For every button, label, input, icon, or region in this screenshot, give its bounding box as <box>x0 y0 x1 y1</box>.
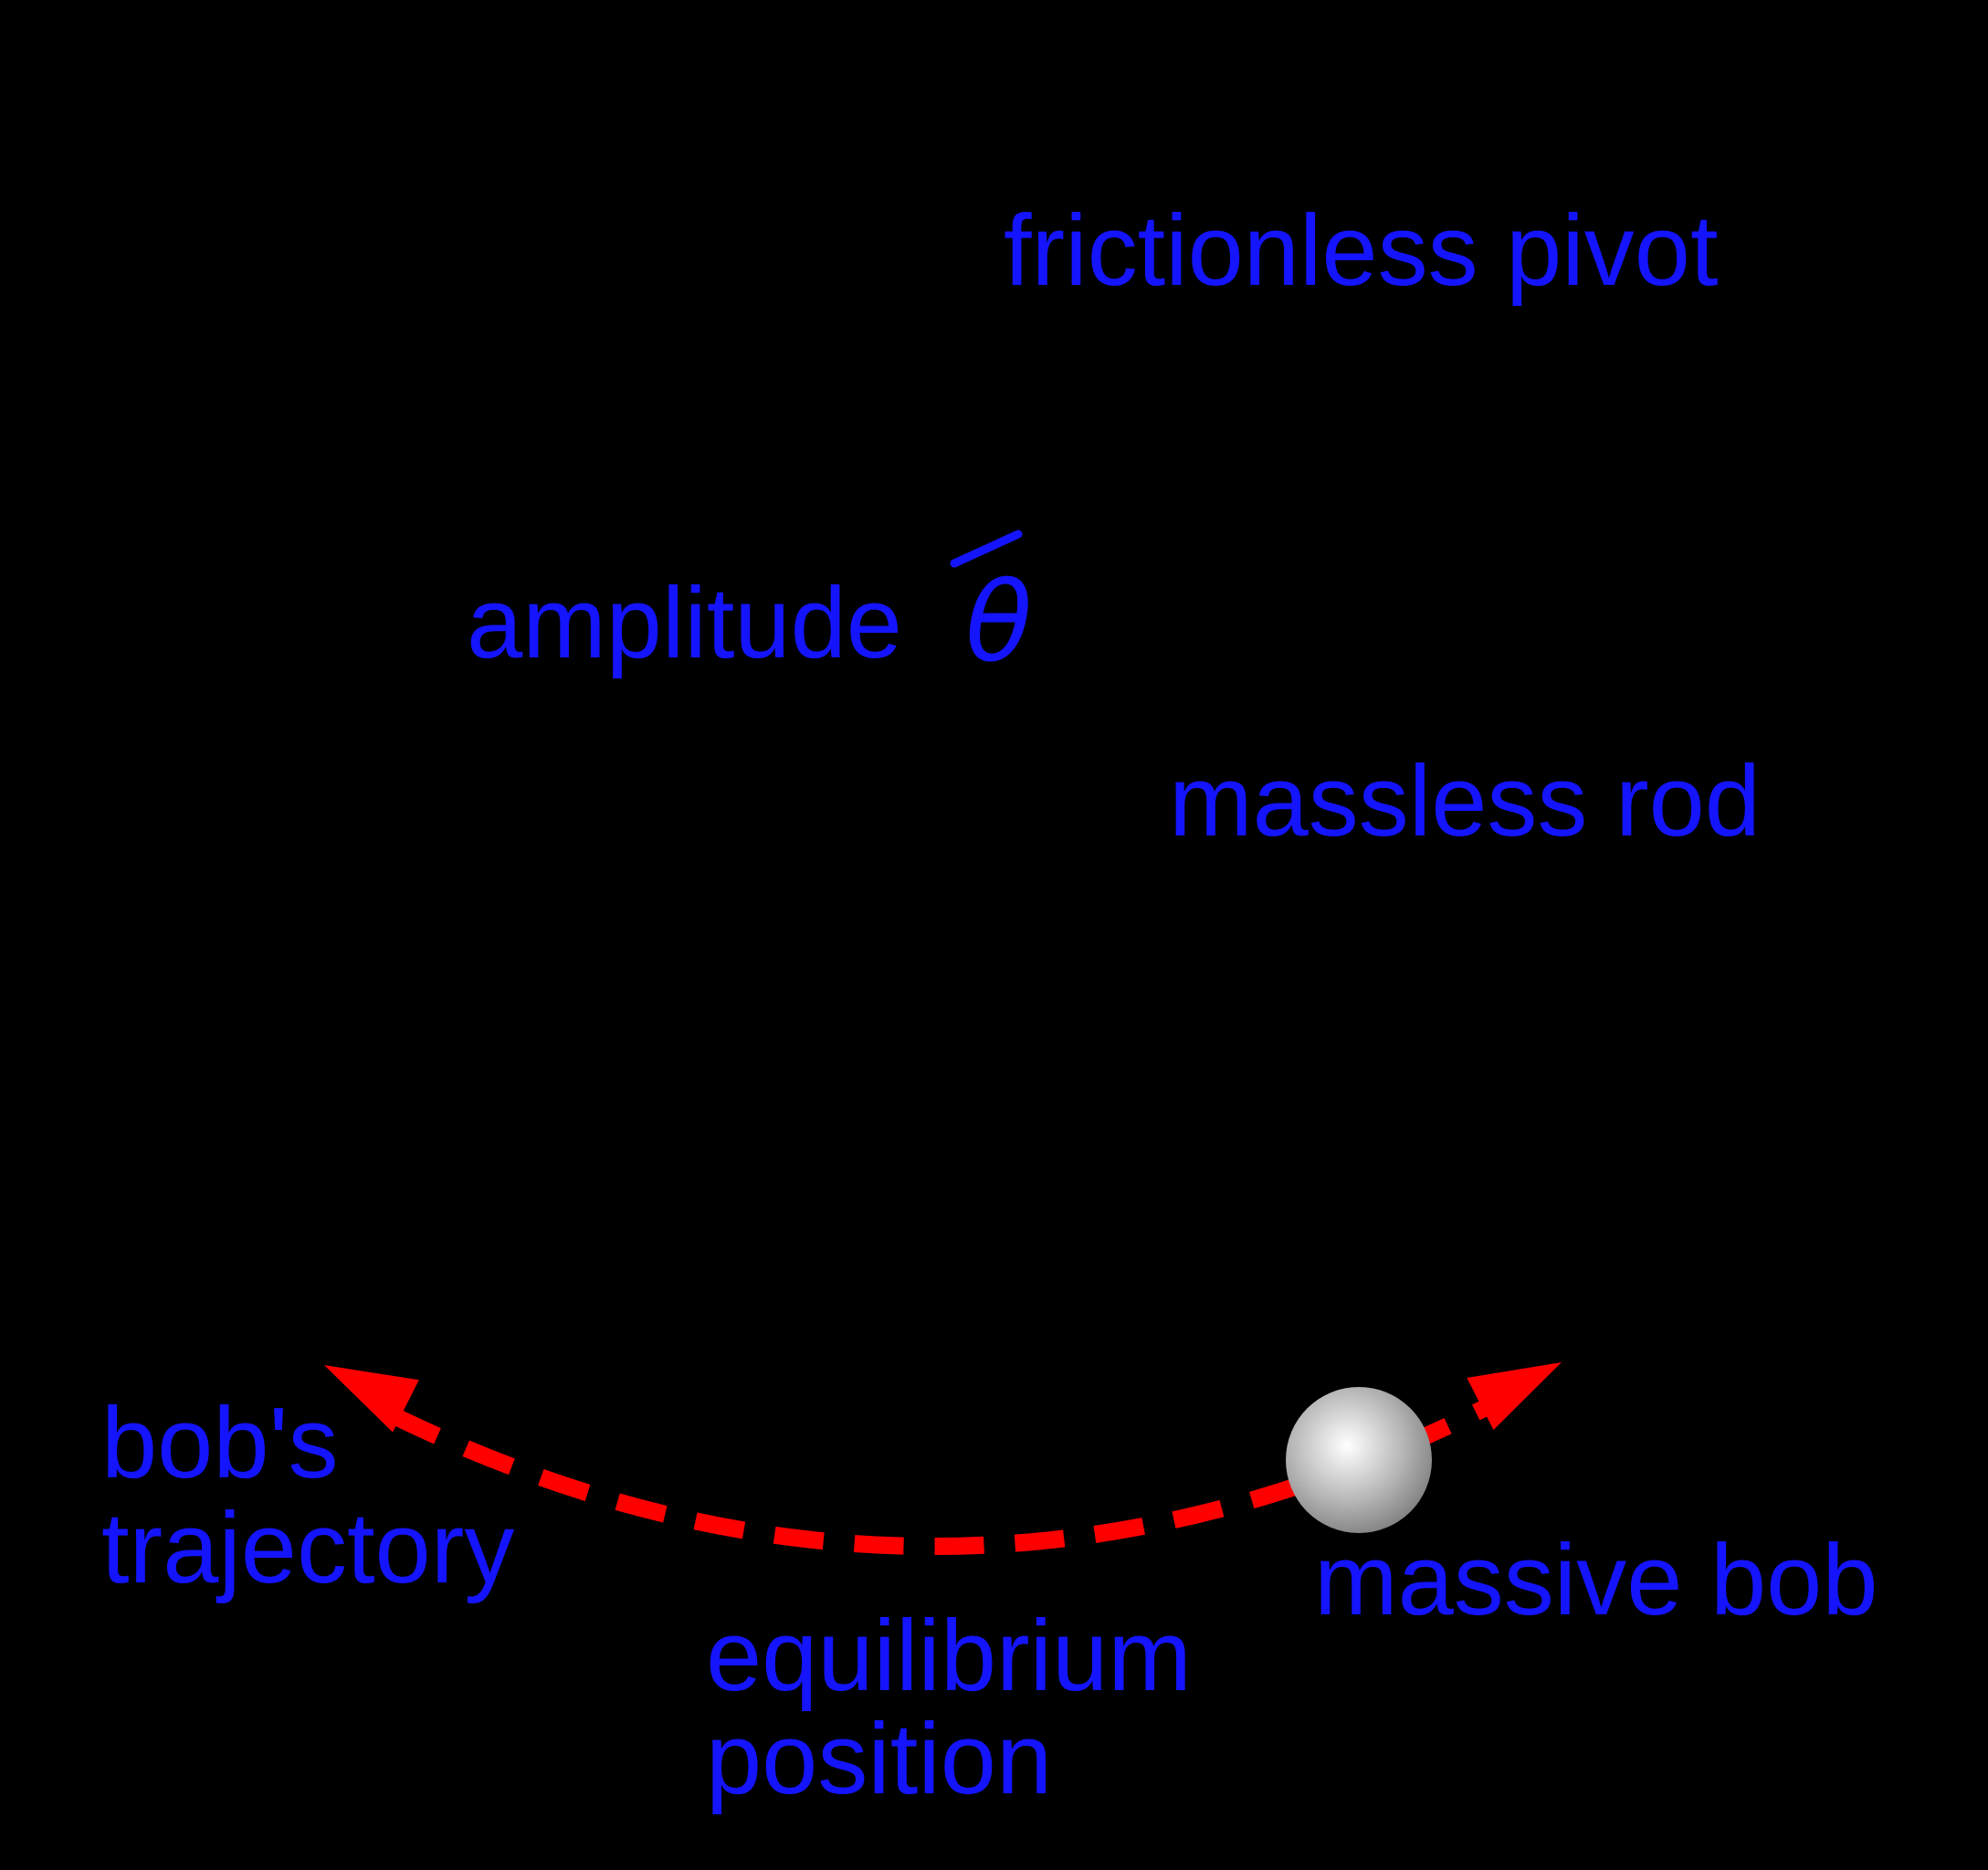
amplitude-label: amplitude <box>467 567 902 679</box>
equilibrium-label-line1: equilibrium <box>706 1600 1192 1712</box>
equilibrium-label-line2: position <box>706 1703 1053 1815</box>
trajectory-arrow-left-icon <box>324 1365 419 1433</box>
theta-overbar-icon <box>950 530 1023 568</box>
amplitude-theta-symbol: θ <box>965 560 1033 687</box>
rod-label: massless rod <box>1169 745 1761 857</box>
bob-sphere <box>1286 1387 1432 1533</box>
trajectory-label-line1: bob's <box>101 1387 339 1499</box>
trajectory-arrow-right-icon <box>1467 1362 1562 1430</box>
bob-label: massive bob <box>1314 1524 1878 1636</box>
trajectory-label-line2: trajectory <box>101 1492 515 1604</box>
trajectory-arc <box>388 1398 1493 1555</box>
pivot-label: frictionless pivot <box>1004 194 1719 307</box>
